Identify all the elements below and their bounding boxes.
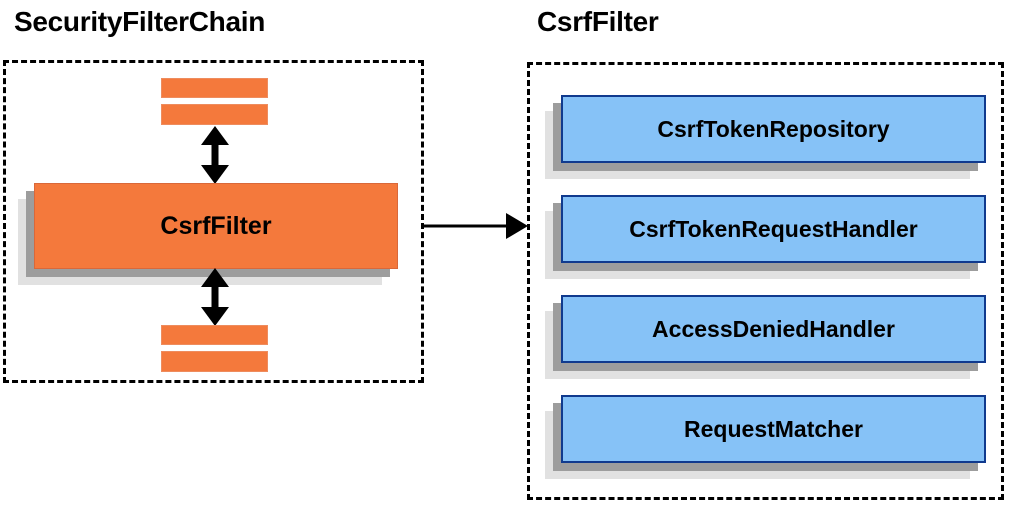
collaborator-node-csrf-token-repository[interactable]: CsrfTokenRepository	[545, 95, 986, 179]
collaborator-node-label: CsrfTokenRequestHandler	[629, 215, 918, 242]
csrf-filter-node[interactable]: CsrfFilter	[18, 183, 398, 285]
filter-bar-below-2	[161, 351, 268, 372]
arrow-shaft	[211, 142, 219, 169]
node-face: RequestMatcher	[561, 395, 986, 463]
double-arrow-below-icon	[200, 268, 230, 326]
filter-bar-above-1	[161, 78, 268, 98]
arrow-head-down-icon	[201, 165, 229, 184]
filter-bar-below-1	[161, 325, 268, 345]
node-face: AccessDeniedHandler	[561, 295, 986, 363]
arrow-head-down-icon	[201, 307, 229, 326]
filter-bar-above-2	[161, 104, 268, 125]
collaborator-node-label: CsrfTokenRepository	[657, 115, 890, 142]
arrow-shaft	[211, 284, 219, 311]
node-face: CsrfTokenRepository	[561, 95, 986, 163]
csrf-filter-node-label: CsrfFilter	[160, 211, 272, 240]
csrf-filter-collaborators-group	[527, 62, 1004, 500]
collaborator-node-request-matcher[interactable]: RequestMatcher	[545, 395, 986, 479]
collaborator-node-label: RequestMatcher	[684, 415, 863, 442]
arrow-head-up-icon	[201, 126, 229, 145]
arrow-shaft	[424, 224, 506, 228]
page-title-csrf-filter: CsrfFilter	[537, 6, 659, 37]
arrow-head-up-icon	[201, 268, 229, 287]
connector-arrow-icon	[424, 213, 528, 239]
double-arrow-above-icon	[200, 126, 230, 184]
collaborator-node-label: AccessDeniedHandler	[652, 315, 895, 342]
arrow-head-right-icon	[506, 213, 528, 239]
node-face: CsrfFilter	[34, 183, 398, 269]
collaborator-node-access-denied-handler[interactable]: AccessDeniedHandler	[545, 295, 986, 379]
collaborator-node-csrf-token-request-handler[interactable]: CsrfTokenRequestHandler	[545, 195, 986, 279]
page-title-security-filter-chain: SecurityFilterChain	[14, 6, 266, 37]
node-face: CsrfTokenRequestHandler	[561, 195, 986, 263]
security-filter-chain-group	[3, 60, 424, 383]
